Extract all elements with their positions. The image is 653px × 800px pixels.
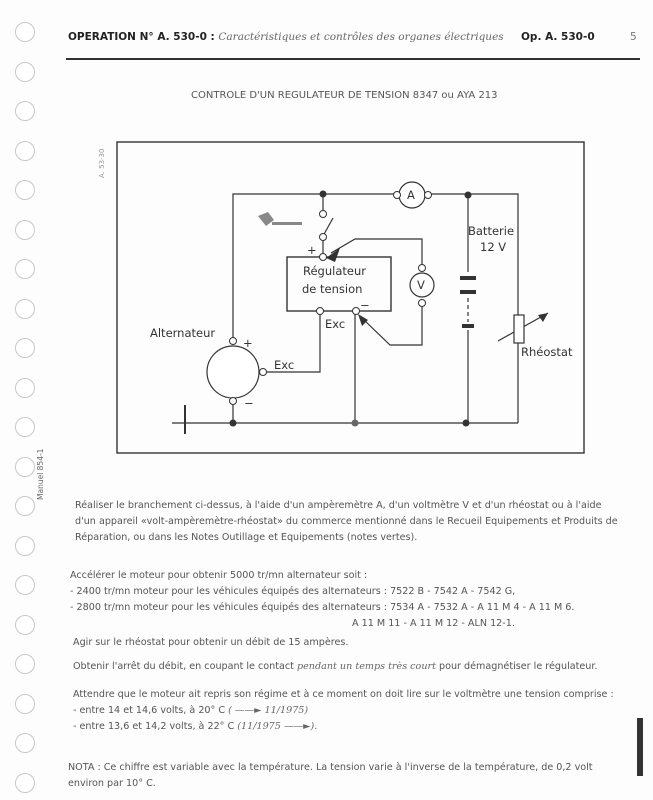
binder-hole	[15, 140, 35, 161]
svg-text:−: −	[244, 396, 254, 410]
paragraph-line: - entre 13,6 et 14,2 volts, à 22° C (11/…	[73, 721, 318, 732]
paragraph-line: - 2800 tr/mn moteur pour les véhicules é…	[70, 602, 575, 613]
binder-hole	[15, 298, 35, 319]
svg-text:V: V	[417, 278, 425, 292]
diagram-frame	[116, 141, 585, 454]
svg-text:de tension: de tension	[302, 282, 362, 296]
header-op-ref: Op. A. 530-0	[521, 31, 595, 43]
header-operation: OPERATION N° A. 530-0 : Caractéristiques…	[68, 31, 504, 43]
revision-bar	[637, 718, 643, 776]
binder-hole	[15, 377, 35, 398]
page-number: 5	[630, 31, 637, 43]
svg-text:12 V: 12 V	[480, 240, 506, 254]
svg-text:+: +	[243, 336, 253, 350]
alternator-icon	[206, 345, 260, 399]
svg-text:Exc: Exc	[325, 317, 345, 331]
paragraph-line: Agir sur le rhéostat pour obtenir un déb…	[73, 637, 349, 648]
binder-hole	[15, 575, 35, 595]
binder-hole	[15, 259, 35, 279]
wire	[425, 193, 519, 423]
paragraph-line: A 11 M 11 - A 11 M 12 - ALN 12-1.	[352, 618, 515, 629]
binder-hole	[15, 101, 35, 121]
svg-text:Alternateur: Alternateur	[150, 326, 215, 340]
binder-hole	[15, 693, 35, 714]
nota-line: environ par 10° C.	[68, 778, 156, 789]
binder-hole	[15, 654, 35, 674]
paragraph-line: Accélérer le moteur pour obtenir 5000 tr…	[70, 570, 368, 581]
svg-text:−: −	[360, 298, 370, 312]
binder-hole	[15, 22, 35, 42]
paragraph-line: Obtenir l'arrêt du débit, en coupant le …	[73, 661, 598, 672]
paragraph-line: d'un appareil «volt-ampèremètre-rhéostat…	[75, 516, 618, 527]
svg-text:Régulateur: Régulateur	[303, 264, 366, 278]
binder-hole	[15, 733, 35, 753]
binder-hole	[15, 338, 35, 358]
regulator-box	[286, 256, 392, 312]
binder-hole	[15, 535, 35, 556]
binder-hole	[15, 456, 35, 477]
paragraph-line: Attendre que le moteur ait repris son ré…	[73, 689, 614, 700]
svg-text:A: A	[407, 188, 415, 202]
svg-text:Rhéostat: Rhéostat	[521, 345, 573, 359]
svg-text:Exc: Exc	[274, 358, 294, 372]
binder-hole	[15, 180, 35, 200]
switch-icon	[322, 217, 334, 237]
binder-hole	[15, 61, 35, 82]
binder-hole	[15, 772, 35, 793]
binder-hole	[15, 614, 35, 635]
voltmeter-icon	[409, 272, 435, 298]
binder-hole	[15, 417, 35, 437]
battery-icon	[460, 276, 476, 280]
wire	[232, 193, 399, 341]
paragraph-line: - 2400 tr/mn moteur pour les véhicules é…	[70, 586, 516, 597]
paragraph-line: - entre 14 et 14,6 volts, à 20° C ( ——► …	[73, 705, 309, 716]
header-rule	[66, 58, 640, 60]
binder-hole	[15, 219, 35, 240]
paragraph-line: Réparation, ou dans les Notes Outillage …	[75, 532, 418, 543]
page-title: CONTROLE D'UN REGULATEUR DE TENSION 8347…	[191, 90, 498, 101]
svg-text:Batterie: Batterie	[468, 224, 514, 238]
key-icon	[258, 212, 274, 226]
binder-hole	[15, 496, 35, 516]
nota-line: NOTA : Ce chiffre est variable avec la t…	[68, 762, 593, 773]
paragraph-line: Réaliser le branchement ci-dessus, à l'a…	[75, 500, 602, 511]
svg-text:+: +	[307, 243, 317, 257]
